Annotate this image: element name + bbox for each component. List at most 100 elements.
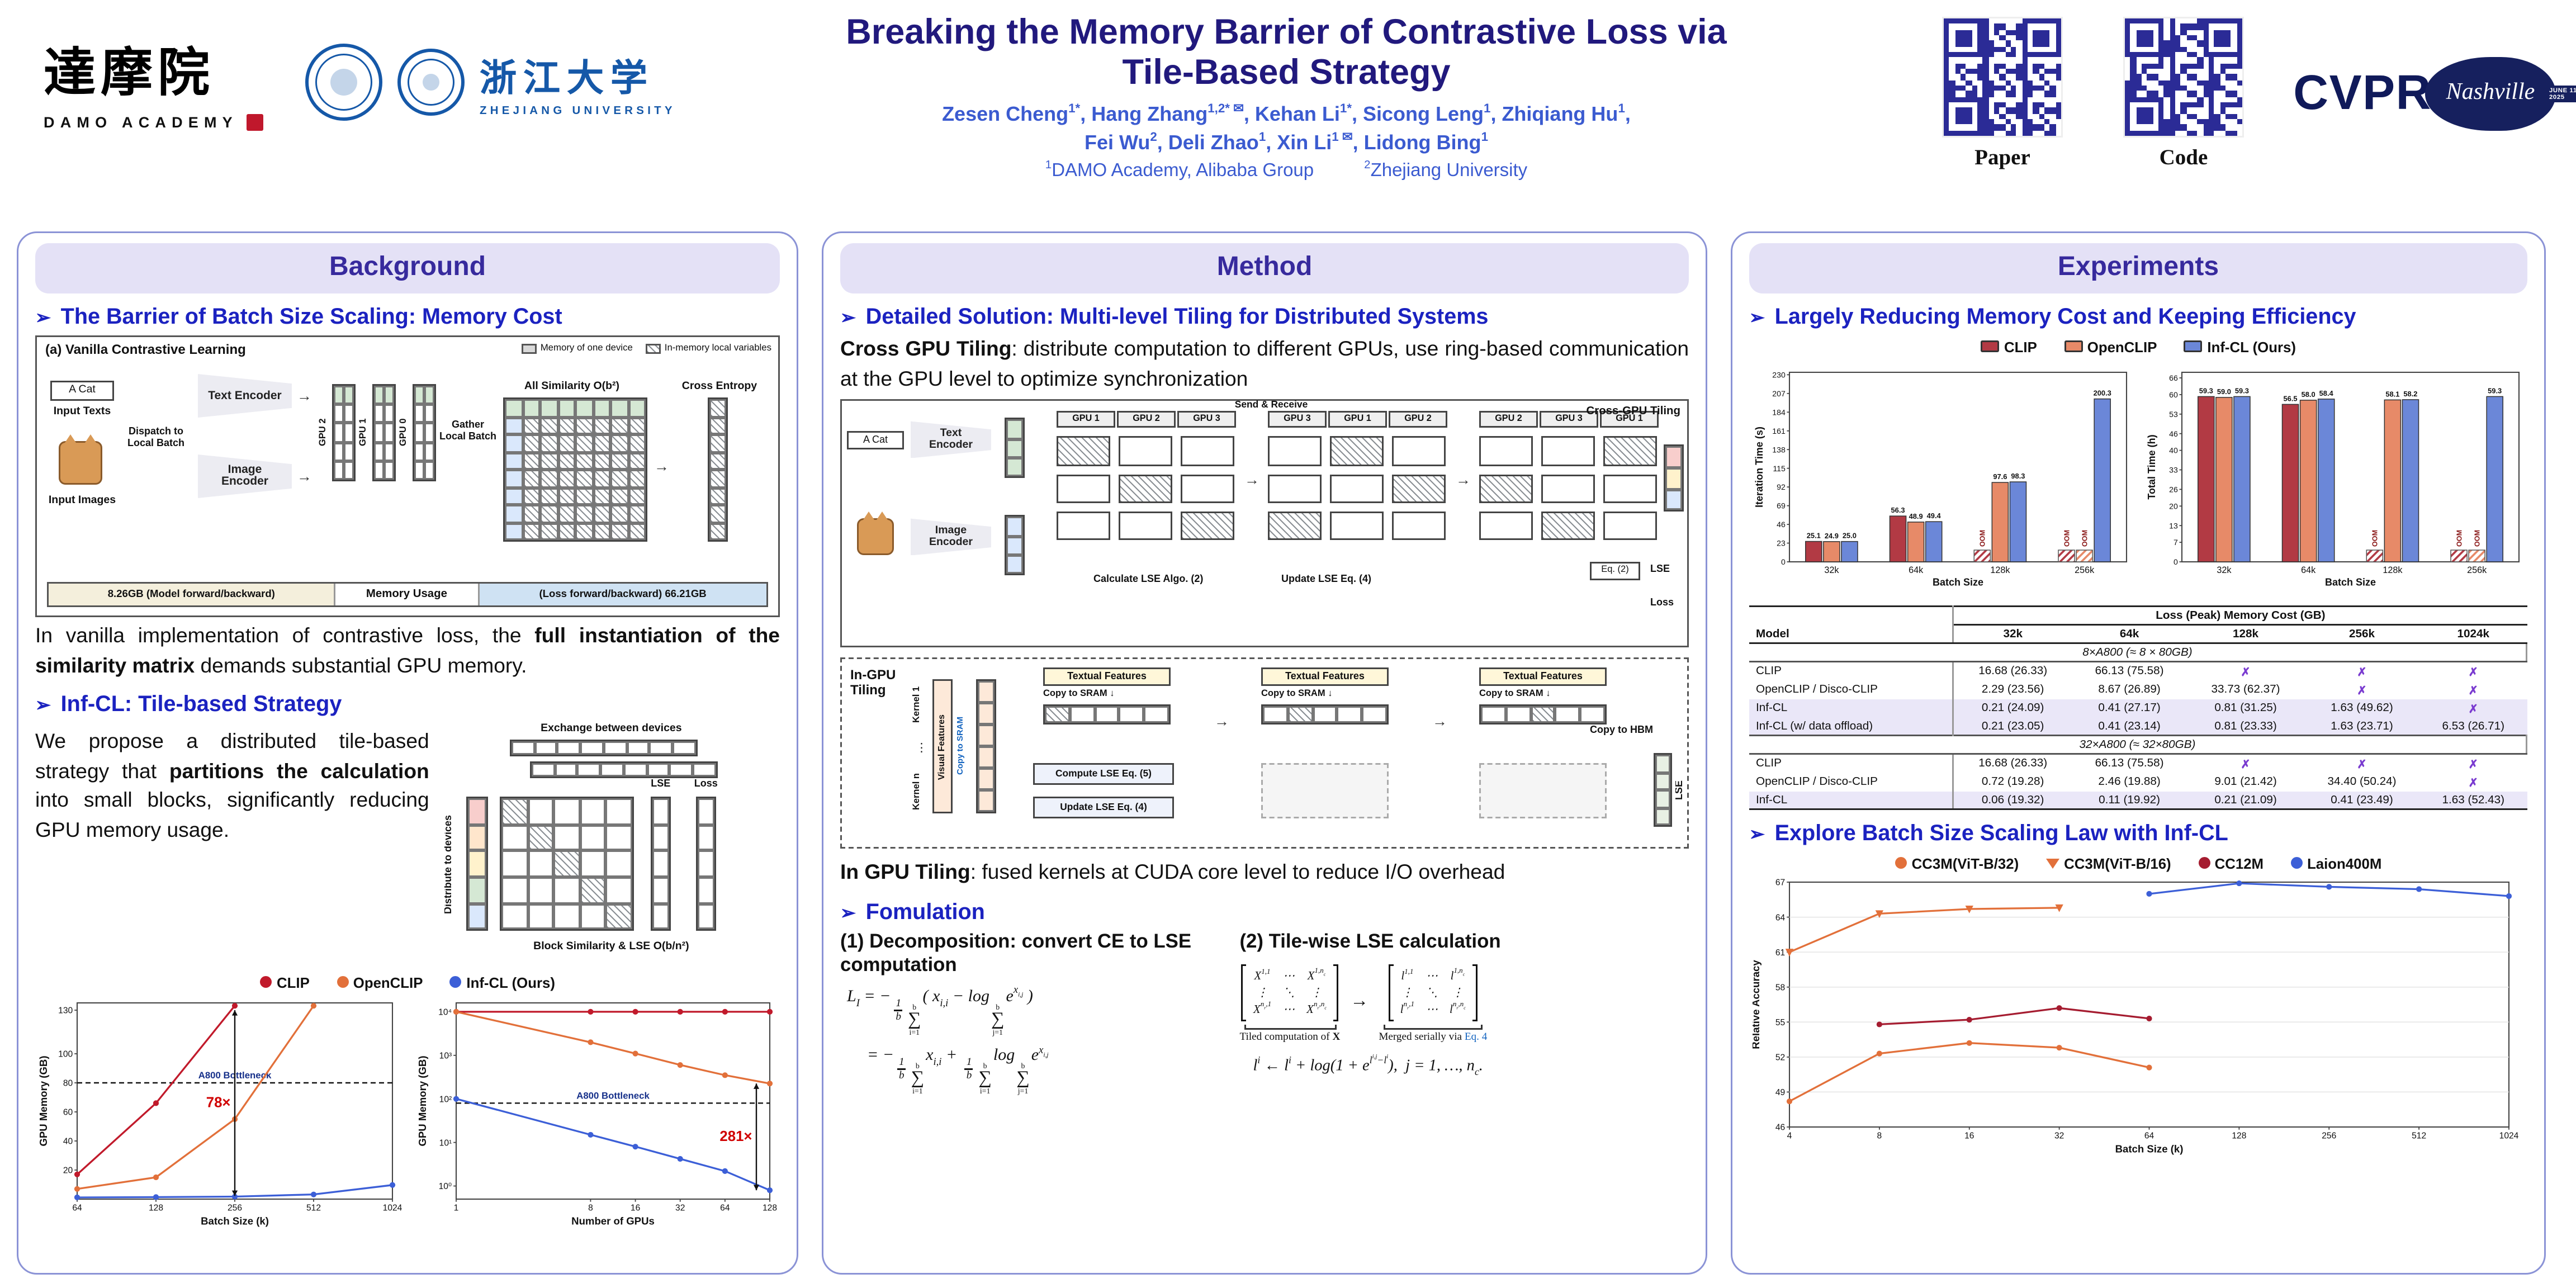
x-tick-label: 32 bbox=[675, 1204, 685, 1213]
qr-module bbox=[1949, 41, 1955, 46]
qr-module bbox=[2169, 119, 2175, 125]
qr-module bbox=[2044, 102, 2050, 108]
qr-module bbox=[2208, 74, 2214, 80]
qr-module bbox=[2130, 51, 2136, 58]
qr-module bbox=[2039, 130, 2044, 136]
qr-module bbox=[2175, 102, 2181, 108]
diagram-cell bbox=[673, 741, 696, 755]
qr-module bbox=[1982, 35, 1988, 41]
data-point-CLIP bbox=[632, 1009, 638, 1015]
qr-module bbox=[1982, 91, 1988, 97]
qr-module bbox=[2220, 130, 2225, 136]
x-tick-label: 8 bbox=[588, 1204, 593, 1213]
bar-OpenCLIP bbox=[2215, 397, 2233, 562]
table-value-cell: ✗ bbox=[2357, 666, 2367, 679]
qr-module bbox=[1988, 51, 1994, 58]
qr-module bbox=[1977, 119, 1983, 125]
data-point-CC12M bbox=[2146, 1015, 2152, 1022]
diagram-cell bbox=[505, 505, 523, 523]
qr-module bbox=[1988, 30, 1994, 35]
matrix-entry: X1,nc bbox=[1307, 967, 1326, 983]
y-tick-label: 115 bbox=[1773, 464, 1786, 473]
poster-title: Breaking the Memory Barrier of Contrasti… bbox=[846, 13, 1727, 92]
qr-module bbox=[2225, 74, 2231, 80]
qr-module bbox=[2056, 97, 2061, 102]
y-axis-title: Iteration Time (s) bbox=[1754, 427, 1765, 508]
qr-module bbox=[1960, 113, 1966, 119]
qr-module bbox=[2220, 97, 2225, 102]
qr-module bbox=[2236, 23, 2242, 30]
qr-module bbox=[2180, 29, 2186, 35]
qr-module bbox=[1993, 29, 2000, 35]
diagram-cell bbox=[652, 877, 669, 903]
qr-module bbox=[2186, 63, 2192, 69]
table-group-header: 8×A800 (≈ 8 × 80GB) bbox=[1749, 642, 2527, 662]
qr-module bbox=[2180, 46, 2186, 52]
qr-module bbox=[2209, 41, 2214, 46]
qr-module bbox=[2152, 130, 2158, 136]
y-tick-label: 66 bbox=[2169, 373, 2178, 382]
qr-module bbox=[1972, 63, 1977, 69]
qr-module bbox=[2044, 97, 2050, 102]
guitar-icon: Nashville JUNE 11-15, 2025 bbox=[2425, 57, 2576, 131]
qr-module bbox=[2016, 29, 2022, 35]
qr-module bbox=[1949, 58, 1955, 63]
diagram-cell bbox=[522, 399, 540, 417]
ring-stage-3: GPU 2 GPU 3 GPU 1 bbox=[1479, 411, 1659, 541]
y-tick-label: 67 bbox=[1775, 878, 1785, 888]
diagram-cell bbox=[1119, 473, 1172, 503]
qr-module bbox=[2028, 108, 2033, 113]
diagram-cell bbox=[384, 461, 394, 480]
qr-module bbox=[2180, 63, 2186, 69]
qr-module bbox=[2169, 57, 2175, 63]
qr-module bbox=[2005, 125, 2011, 130]
qr-module bbox=[2005, 119, 2011, 125]
qr-module bbox=[2055, 102, 2061, 108]
table-value-cell: 6.53 (26.71) bbox=[2442, 720, 2505, 732]
diagram-cell bbox=[709, 470, 726, 487]
kernel-group-3: Textual Features Copy to SRAM ↓ bbox=[1456, 667, 1607, 724]
bar-value-label: 24.9 bbox=[1825, 532, 1839, 540]
diagram-cell bbox=[522, 452, 540, 470]
qr-module bbox=[2136, 69, 2142, 74]
diagram-cell bbox=[505, 399, 523, 417]
in-gpu-tiling-label: In-GPU Tiling bbox=[850, 667, 896, 699]
qr-module bbox=[1982, 63, 1988, 69]
qr-module bbox=[2208, 130, 2214, 136]
qr-module bbox=[2147, 51, 2153, 58]
qr-module bbox=[2141, 29, 2147, 35]
exchange-row-1 bbox=[509, 740, 698, 757]
damo-logo-chinese: 達摩院 bbox=[44, 44, 215, 102]
decomposition-block: (1) Decomposition: convert CE to LSE com… bbox=[840, 930, 1223, 1097]
qr-module bbox=[2192, 119, 2198, 125]
qr-module bbox=[2225, 58, 2231, 63]
legend-item: Laion400M bbox=[2290, 855, 2381, 872]
diagram-cell bbox=[593, 416, 610, 434]
qr-module bbox=[2231, 102, 2237, 108]
diagram-cell bbox=[1287, 705, 1313, 722]
data-point-OpenCLIP bbox=[74, 1186, 80, 1192]
qr-module bbox=[2033, 18, 2039, 24]
qr-module bbox=[1960, 35, 1966, 41]
qr-module bbox=[1949, 119, 1955, 125]
gpu1-label: GPU 1 bbox=[359, 419, 369, 447]
output-strip bbox=[1664, 444, 1684, 512]
qr-module bbox=[2191, 63, 2198, 69]
qr-module bbox=[2158, 57, 2164, 63]
qr-module bbox=[2203, 69, 2209, 74]
qr-module bbox=[2130, 30, 2136, 35]
qr-module bbox=[2214, 97, 2220, 102]
all-similarity-label: All Similarity O(b²) bbox=[524, 381, 620, 392]
qr-module bbox=[2056, 58, 2061, 63]
legend-label: CC12M bbox=[2214, 854, 2264, 872]
qr-module bbox=[2231, 46, 2237, 52]
qr-module bbox=[2208, 18, 2214, 24]
legend-item: OpenCLIP bbox=[2063, 338, 2157, 355]
qr-module bbox=[2027, 85, 2033, 91]
cross-gpu-tiling-diagram: A Cat Text Encoder Image Encoder GPU 1 G… bbox=[840, 399, 1689, 648]
qr-module bbox=[2214, 24, 2220, 30]
qr-module bbox=[2125, 18, 2130, 24]
arrow-bullet-icon: ➢ bbox=[840, 309, 856, 329]
